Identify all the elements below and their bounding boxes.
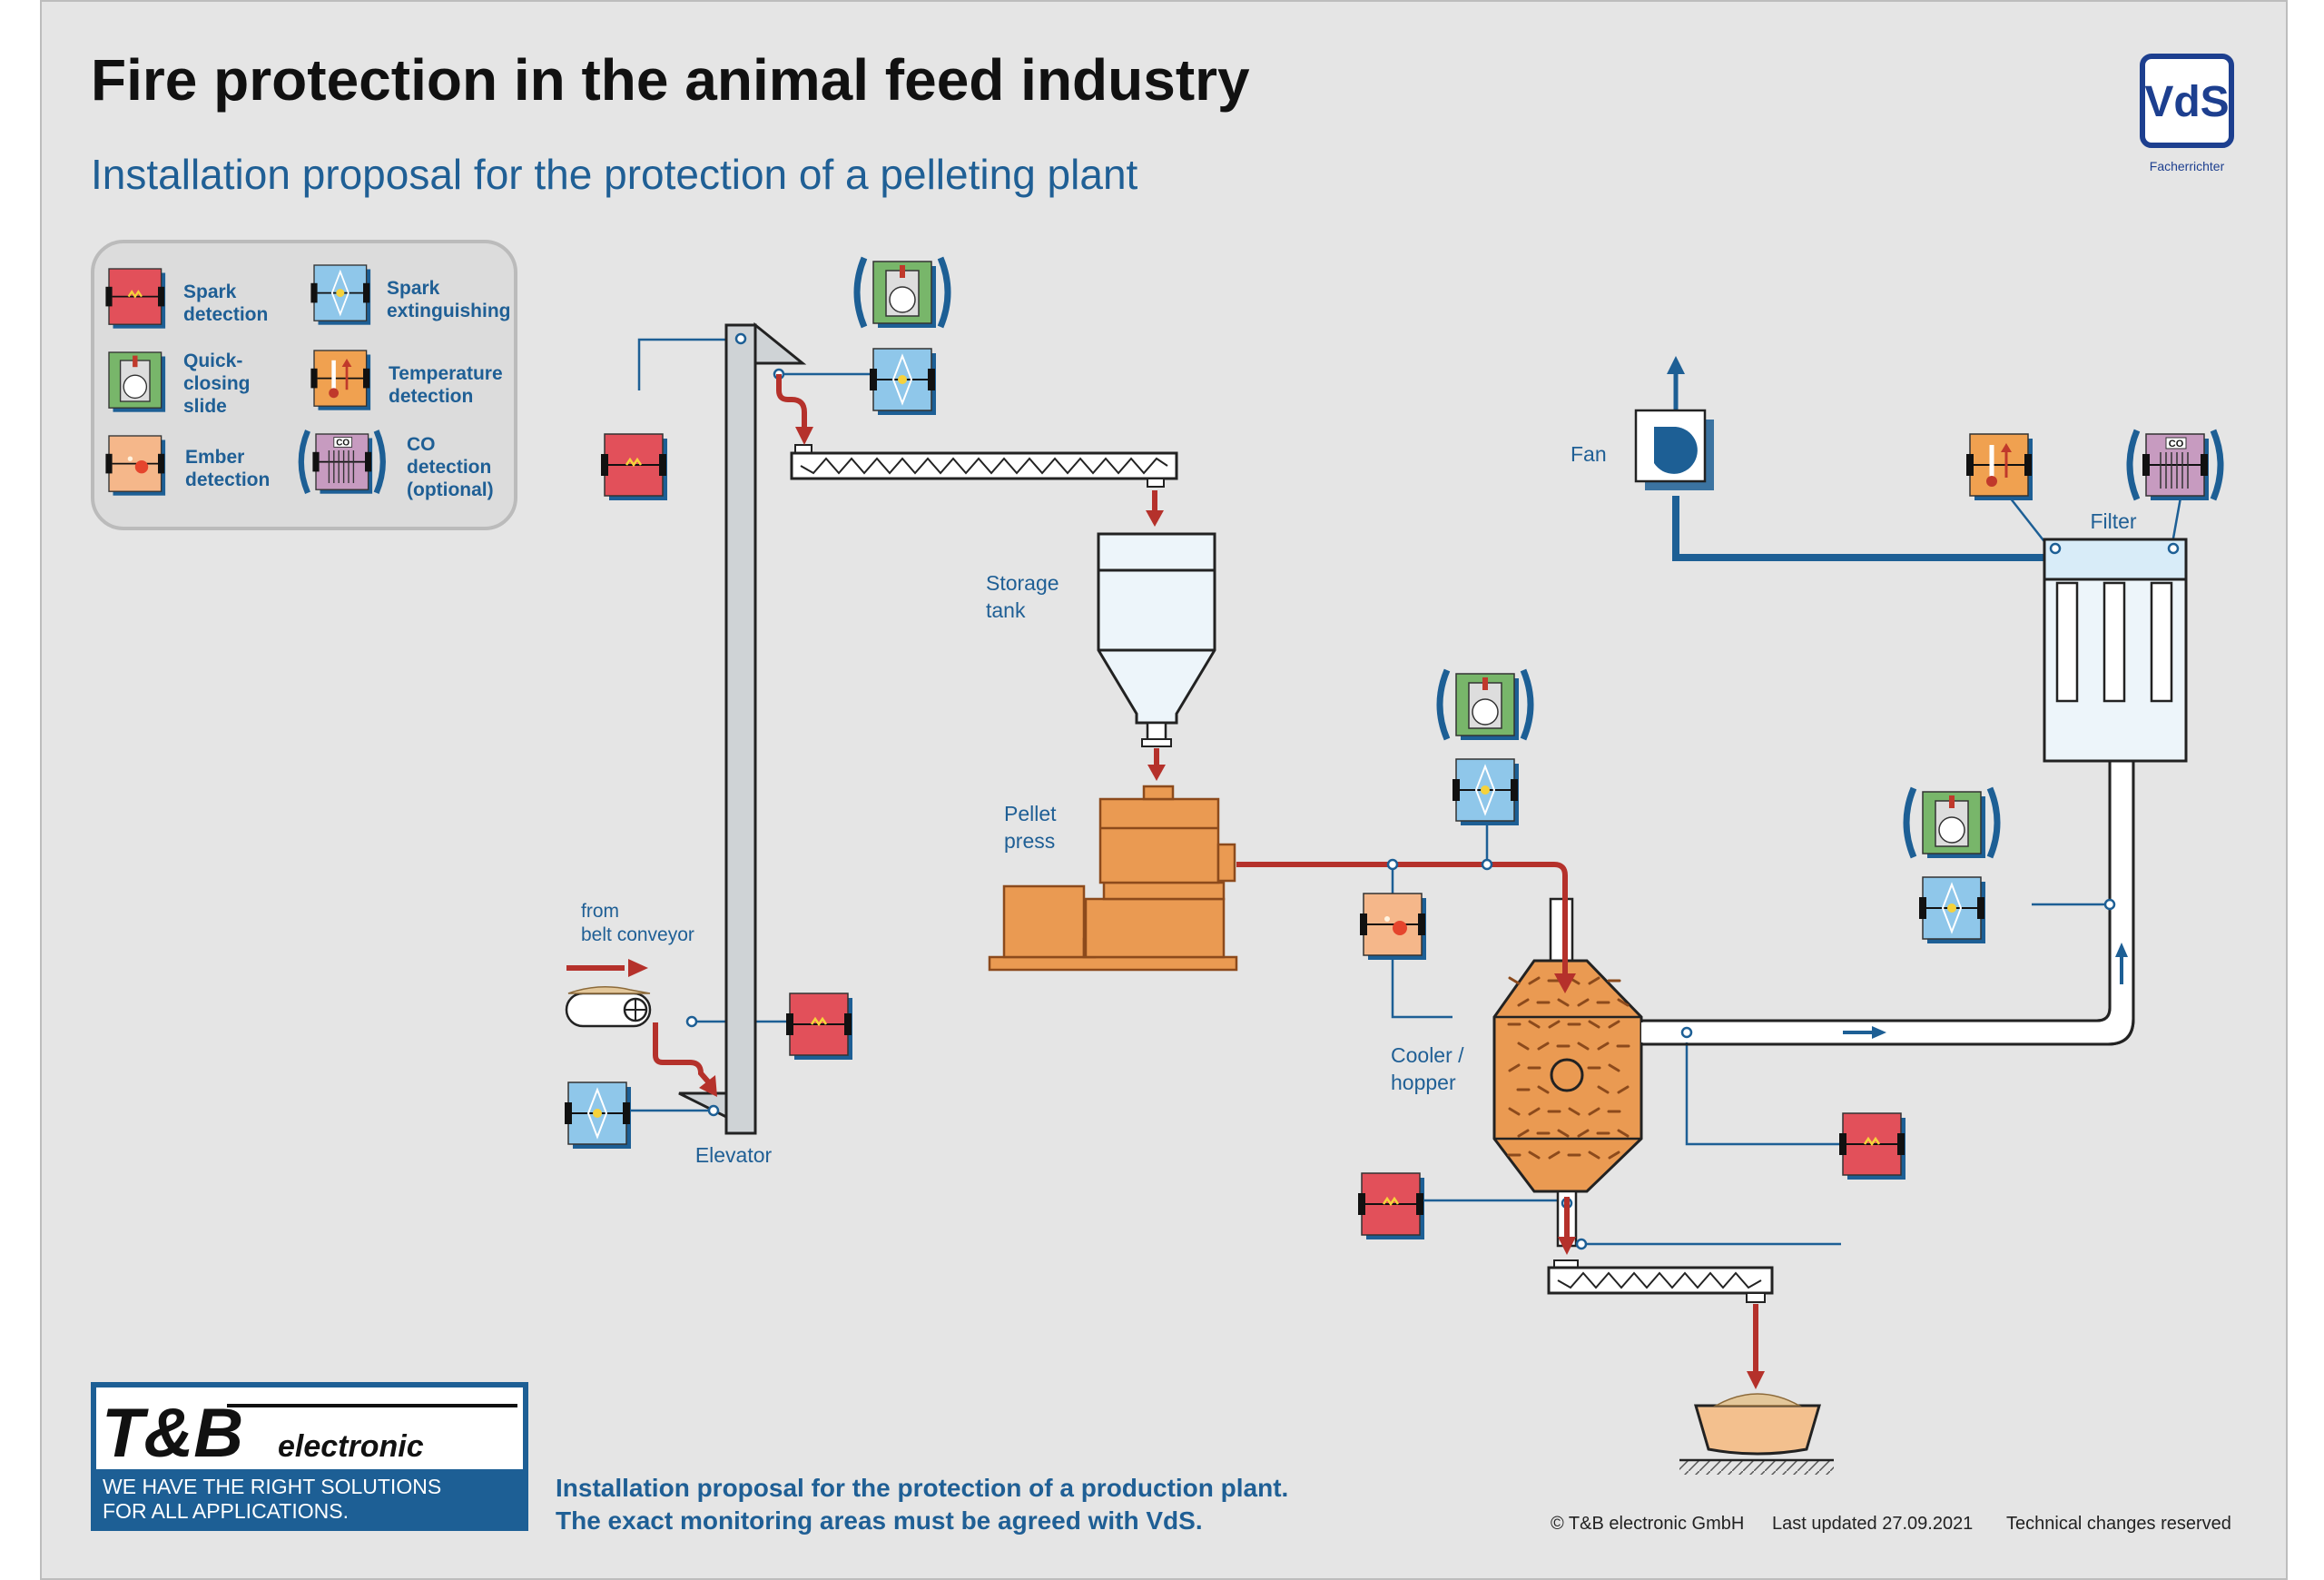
logo-brand: T&B bbox=[102, 1395, 243, 1472]
label-press-line1: Pellet bbox=[1004, 802, 1057, 825]
logo-slogan-line1: WE HAVE THE RIGHT SOLUTIONS bbox=[103, 1475, 441, 1498]
filter-unit: Filter bbox=[2043, 509, 2188, 763]
legend-co-icon: CO bbox=[298, 430, 386, 495]
co-icon-label: CO bbox=[336, 439, 350, 449]
legend-co-line2: detection bbox=[407, 457, 491, 478]
storage-tank: Storage tank bbox=[986, 532, 1216, 747]
label-press-line2: press bbox=[1004, 829, 1055, 853]
spark-extinguisher-top bbox=[870, 348, 936, 415]
temperature-icon bbox=[310, 350, 371, 410]
spark-icon bbox=[105, 268, 166, 329]
belt-conveyor: from belt conveyor bbox=[565, 901, 694, 1028]
slide-icon bbox=[108, 351, 166, 412]
ember-icon bbox=[105, 435, 166, 496]
legend-slide-icon bbox=[108, 351, 166, 412]
sensor-lines bbox=[630, 338, 2182, 1246]
quick-closing-slide-cooler bbox=[1436, 668, 1534, 741]
footer-copyright: © T&B electronic GmbH bbox=[1551, 1514, 1744, 1534]
legend-extinguish-icon bbox=[310, 264, 371, 325]
legend-temperature-line1: Temperature bbox=[389, 363, 503, 384]
spark-extinguisher-filter-duct bbox=[1919, 876, 1985, 943]
vds-caption: Facherrichter bbox=[2150, 159, 2225, 173]
bottom-screw-conveyor bbox=[1547, 1259, 1774, 1303]
spark-extinguisher-elevator bbox=[565, 1081, 631, 1149]
label-storage-line1: Storage bbox=[986, 571, 1059, 595]
flow-arrowheads bbox=[628, 427, 1765, 1389]
legend-slide-line1: Quick- bbox=[183, 351, 242, 371]
legend-co-line3: (optional) bbox=[407, 479, 494, 500]
label-cooler-line2: hopper bbox=[1391, 1071, 1456, 1094]
legend-slide-line2: closing bbox=[183, 373, 251, 394]
logo-brand-suffix: electronic bbox=[278, 1429, 424, 1464]
fan-unit: Fan bbox=[1571, 409, 1714, 490]
spark-detector-cooler-outlet bbox=[1358, 1172, 1424, 1239]
ductwork bbox=[1641, 356, 2135, 1046]
footer-updated: Last updated 27.09.2021 bbox=[1772, 1514, 1973, 1534]
co-icon: CO bbox=[298, 430, 386, 495]
spark-extinguisher-cooler bbox=[1452, 758, 1519, 825]
quick-closing-slide-filter-duct bbox=[1903, 786, 2001, 859]
legend: Spark detection Spark extinguishing Quic… bbox=[91, 240, 517, 530]
legend-ember-line2: detection bbox=[185, 469, 270, 490]
label-fan: Fan bbox=[1571, 442, 1607, 466]
vds-badge: VdS Facherrichter bbox=[2140, 54, 2234, 173]
spark-detector-elevator-bottom bbox=[786, 992, 852, 1060]
spark-detector-elevator-top bbox=[601, 433, 667, 500]
co-icon-label: CO bbox=[2169, 439, 2184, 449]
page-subtitle: Installation proposal for the protection… bbox=[91, 151, 1138, 198]
legend-slide-line3: slide bbox=[183, 396, 227, 417]
spark-detector-duct bbox=[1839, 1112, 1905, 1180]
bucket-elevator: Elevator bbox=[678, 321, 807, 1167]
label-cooler-line1: Cooler / bbox=[1391, 1043, 1464, 1067]
legend-co-line1: CO bbox=[407, 434, 436, 455]
legend-ember-icon bbox=[105, 435, 166, 496]
legend-spark-line1: Spark bbox=[183, 281, 237, 302]
top-screw-conveyor bbox=[790, 444, 1178, 488]
logo-slogan-line2: FOR ALL APPLICATIONS. bbox=[103, 1499, 349, 1523]
label-belt-line2: belt conveyor bbox=[581, 924, 694, 945]
vds-mark: VdS bbox=[2144, 78, 2229, 126]
legend-temperature-line2: detection bbox=[389, 386, 473, 407]
label-storage-line2: tank bbox=[986, 598, 1026, 622]
legend-spark-line2: detection bbox=[183, 304, 268, 325]
note-line2: The exact monitoring areas must be agree… bbox=[556, 1506, 1203, 1535]
legend-temperature-icon bbox=[310, 350, 371, 410]
quick-closing-slide-top bbox=[853, 256, 951, 329]
legend-extinguish-line2: extinguishing bbox=[387, 301, 511, 321]
footer-disclaimer: Technical changes reserved bbox=[2006, 1514, 2231, 1534]
tb-logo: T&B electronic WE HAVE THE RIGHT SOLUTIO… bbox=[91, 1382, 528, 1531]
label-elevator: Elevator bbox=[695, 1143, 773, 1167]
label-filter: Filter bbox=[2090, 509, 2136, 533]
legend-extinguish-line1: Spark bbox=[387, 278, 440, 299]
legend-ember-line1: Ember bbox=[185, 447, 244, 468]
co-detector-filter: CO bbox=[2126, 429, 2224, 501]
pellet-granules bbox=[1507, 976, 1630, 1160]
ember-detector-press bbox=[1360, 893, 1426, 960]
cooler-hopper: Cooler / hopper bbox=[1391, 897, 1643, 1250]
label-belt-line1: from bbox=[581, 901, 619, 922]
extinguish-icon bbox=[310, 264, 371, 325]
product-flow bbox=[566, 374, 1758, 1378]
device-icons: CO bbox=[565, 256, 2224, 1239]
pellet-container bbox=[1679, 1393, 1834, 1475]
page-title: Fire protection in the animal feed indus… bbox=[91, 47, 1250, 113]
legend-spark-icon bbox=[105, 268, 166, 329]
pellet-press: Pellet press bbox=[988, 785, 1238, 972]
note-line1: Installation proposal for the protection… bbox=[556, 1474, 1288, 1502]
temperature-detector-filter bbox=[1966, 433, 2033, 500]
